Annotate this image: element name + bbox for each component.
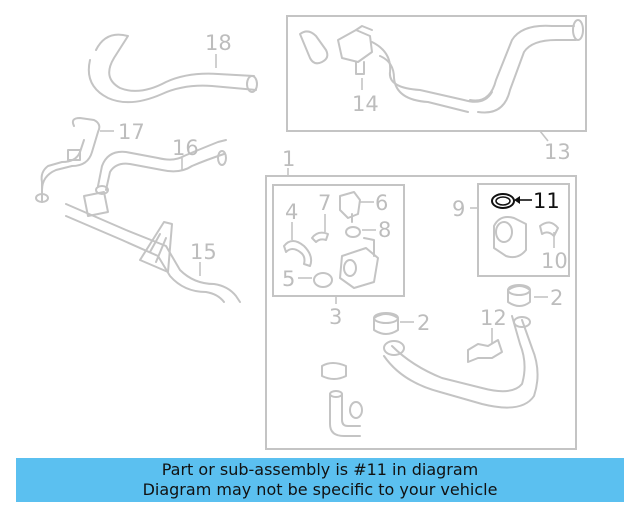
callout-16: 16	[172, 136, 199, 160]
part-13-coolant-hose	[469, 19, 584, 114]
elbow-hose	[321, 362, 363, 437]
callout-2a: 2	[417, 311, 430, 335]
part-14-coolant-flange	[299, 25, 493, 113]
callout-18: 18	[205, 31, 232, 55]
info-banner: Part or sub-assembly is #11 in diagram D…	[16, 458, 624, 502]
part-5-seal	[313, 272, 333, 288]
banner-line-1: Part or sub-assembly is #11 in diagram	[161, 460, 479, 479]
callout-1: 1	[282, 147, 295, 171]
callout-7: 7	[318, 191, 331, 215]
leader-13	[539, 130, 549, 142]
part-6-sensor	[339, 191, 361, 223]
part-7-clip	[311, 231, 329, 243]
assembly-box-13	[286, 15, 587, 132]
assembly-box-3	[272, 184, 405, 297]
callout-8: 8	[378, 218, 391, 242]
part-10-clip	[539, 221, 559, 237]
part-15-pipe	[65, 191, 241, 303]
leader-11-arrowhead	[514, 196, 520, 204]
callout-4: 4	[285, 200, 298, 224]
callout-17: 17	[118, 120, 145, 144]
part-18-hose	[87, 33, 258, 104]
assembly-box-9	[477, 183, 570, 277]
callout-13: 13	[544, 140, 571, 164]
part-9-housing	[493, 216, 527, 259]
lower-coolant-hose	[383, 315, 539, 409]
part-8-o-ring	[345, 226, 361, 238]
part-12-bracket	[467, 339, 503, 363]
callout-3: 3	[329, 305, 342, 329]
callout-6: 6	[375, 191, 388, 215]
part-2-clamp-lower	[373, 312, 399, 335]
callout-2b: 2	[550, 286, 563, 310]
part-2-clamp-upper	[507, 284, 531, 307]
parts-diagram: 13 14 18 17 16	[35, 15, 587, 450]
part-16-hose	[95, 139, 227, 195]
part-3-housing	[339, 237, 379, 289]
part-4-clip	[283, 240, 313, 267]
part-11-o-ring	[491, 193, 515, 209]
callout-11: 11	[533, 189, 560, 213]
callout-14: 14	[352, 92, 379, 116]
banner-line-2: Diagram may not be specific to your vehi…	[142, 480, 498, 499]
part-17-hose	[35, 117, 101, 203]
assembly-box-1	[265, 175, 577, 450]
callout-9: 9	[452, 197, 465, 221]
callout-10: 10	[541, 249, 568, 273]
callout-12: 12	[480, 306, 507, 330]
callout-5: 5	[282, 267, 295, 291]
callout-15: 15	[190, 240, 217, 264]
